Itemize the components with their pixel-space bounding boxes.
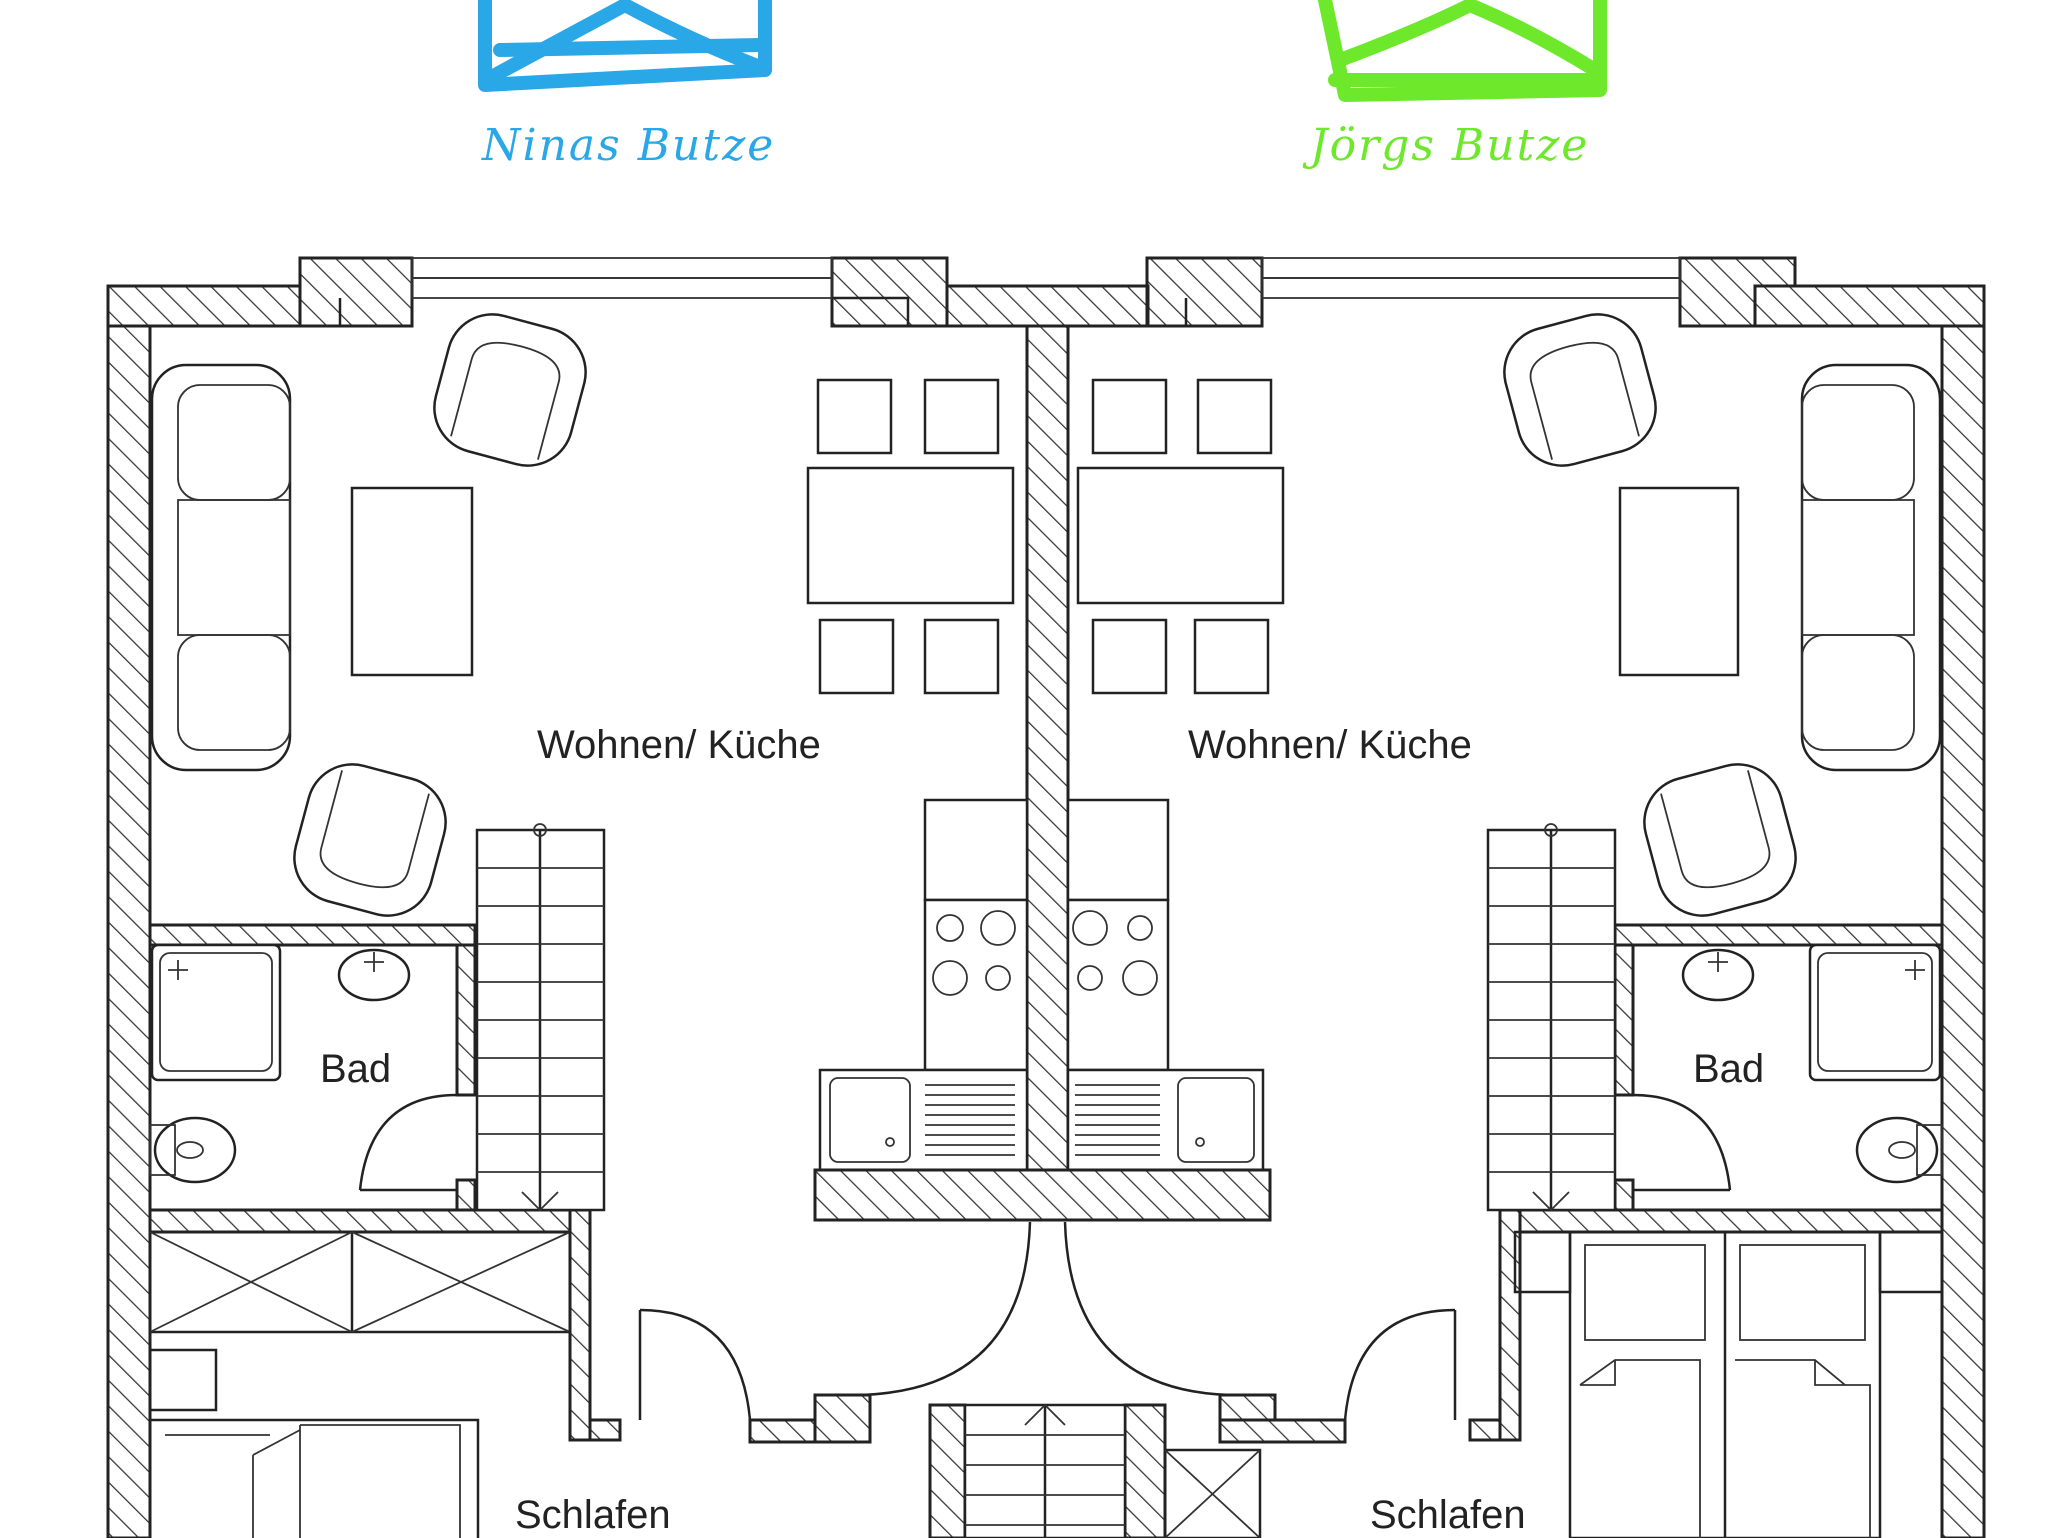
stair-steps [477, 867, 604, 1173]
logo-joergs-butze: Jörgs Butze [1302, 0, 1607, 171]
right-living-furniture [1066, 313, 1942, 1212]
left-living-furniture [150, 313, 1029, 1212]
room-label-left-sleep: Schlafen [515, 1493, 671, 1537]
room-label-right-sleep: Schlafen [1370, 1493, 1526, 1537]
logo-ninas-butze: Ninas Butze [478, 0, 775, 171]
logo-text-right: Jörgs Butze [1302, 120, 1589, 171]
house-logo-icon [478, 0, 772, 92]
party-wall [1025, 324, 1070, 1208]
room-label-right-living: Wohnen/ Küche [1188, 723, 1472, 767]
entry-area [638, 1221, 1457, 1538]
room-label-right-bath: Bad [1693, 1047, 1764, 1091]
left-bath-fixtures [149, 943, 458, 1192]
right-unit [1468, 923, 1944, 1538]
right-bath-fixtures [1632, 943, 1943, 1192]
room-label-left-living: Wohnen/ Küche [537, 723, 821, 767]
outer-walls [106, 256, 1986, 1538]
room-label-left-bath: Bad [320, 1047, 391, 1091]
logo-text-left: Ninas Butze [481, 120, 775, 171]
kitchen-back-wall [813, 1168, 1272, 1222]
house-logo-icon [1318, 0, 1607, 102]
